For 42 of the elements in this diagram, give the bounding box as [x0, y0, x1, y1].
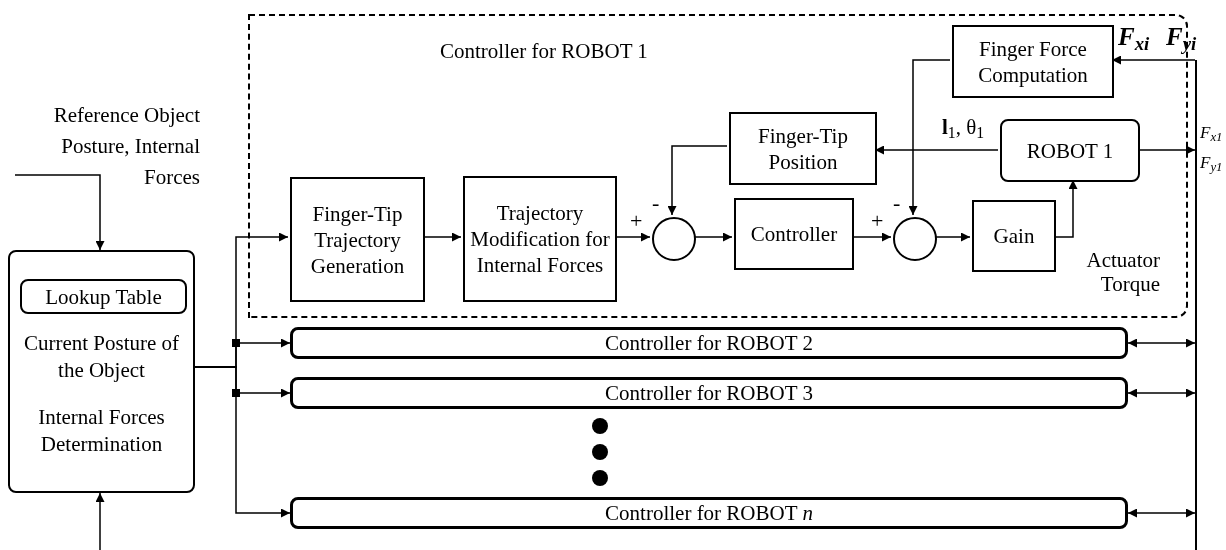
- robot-box: ROBOT 1: [1000, 119, 1140, 182]
- controller-bar: Controller for ROBOT n: [290, 497, 1128, 529]
- arrow: [1137, 145, 1196, 155]
- process-box: Controller: [734, 198, 854, 270]
- process-box: Finger Force Computation: [952, 25, 1114, 98]
- signal-label: F$_{y1}$: [1200, 152, 1223, 176]
- arrow: [1053, 179, 1078, 238]
- process-box: Trajectory Modification for Internal Forces: [463, 176, 617, 302]
- signal-bus-line: [1195, 60, 1197, 550]
- plus-sign: +: [871, 207, 884, 235]
- arrow: [614, 232, 651, 242]
- signal-label: Reference Object Posture, Internal Forces: [52, 102, 200, 191]
- box-text: Controller for ROBOT 1: [440, 38, 648, 65]
- signal-label: Actuator Torque: [1085, 248, 1160, 296]
- arrow: [95, 492, 105, 550]
- minus-sign: -: [652, 189, 660, 217]
- signal-label: F$_{xi}$: [1118, 22, 1150, 56]
- process-box: Gain: [972, 200, 1056, 272]
- arrow: [1127, 508, 1196, 518]
- box-text: Internal Forces Determination: [37, 404, 166, 458]
- arrow: [422, 232, 462, 242]
- arrow: [194, 366, 291, 518]
- arrow: [874, 145, 999, 155]
- controller-bar: Controller for ROBOT 2: [290, 327, 1128, 359]
- arrow: [851, 232, 892, 242]
- lookup-table-box: Lookup Table: [20, 279, 187, 314]
- arrow: [1111, 55, 1196, 65]
- posture-determination-box: [8, 250, 195, 493]
- arrow: [667, 145, 728, 216]
- controller-bar: Controller for ROBOT 3: [290, 377, 1128, 409]
- box-text: Current Posture of the Object: [22, 330, 181, 384]
- arrow: [1127, 338, 1196, 348]
- minus-sign: -: [893, 189, 901, 217]
- plus-sign: +: [630, 207, 643, 235]
- signal-label: F$_{x1}$: [1200, 122, 1223, 146]
- summing-junction: [893, 217, 937, 261]
- summing-junction: [652, 217, 696, 261]
- arrow: [908, 59, 951, 216]
- process-box: Finger-Tip Trajectory Generation: [290, 177, 425, 302]
- arrow: [14, 174, 105, 251]
- process-box: Finger-Tip Position: [729, 112, 877, 185]
- arrow: [1127, 388, 1196, 398]
